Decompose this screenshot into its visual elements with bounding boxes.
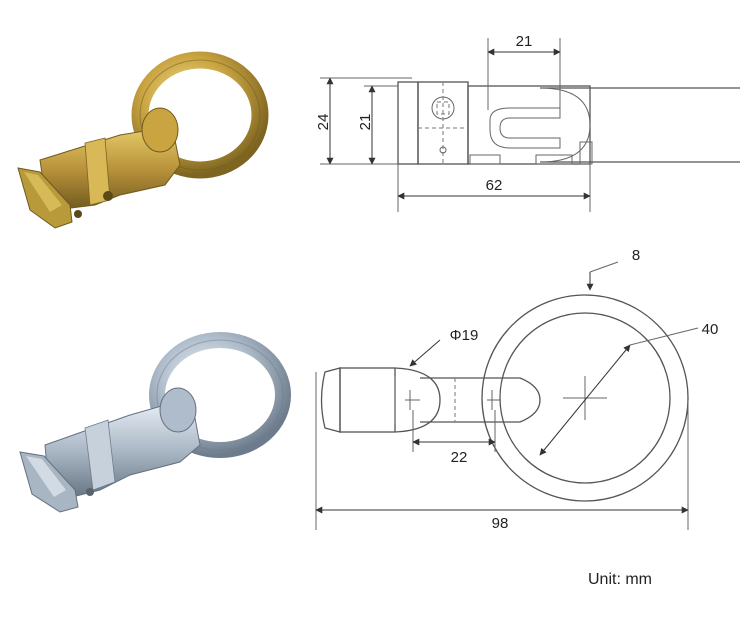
- dim-ring-diameter: 40: [702, 321, 719, 338]
- dim-height-outer: 24: [315, 114, 332, 131]
- gold-fitting-photo: [17, 51, 269, 229]
- dim-height-inner: 21: [357, 114, 374, 131]
- dim-overall-length: 98: [492, 515, 509, 532]
- dim-length: 62: [486, 177, 503, 194]
- dim-stud-diameter: Φ19: [450, 327, 479, 344]
- dim-stud-offset: 22: [451, 449, 468, 466]
- dim-ring-thickness: 8: [632, 247, 640, 264]
- silver-fitting-photo: [19, 332, 291, 513]
- top-view-drawing: 8 40 Φ19 22 98: [315, 247, 719, 532]
- side-view-drawing: 21 24 21 62: [315, 33, 740, 212]
- dim-top-width: 21: [516, 33, 533, 50]
- unit-label: Unit: mm: [588, 571, 652, 588]
